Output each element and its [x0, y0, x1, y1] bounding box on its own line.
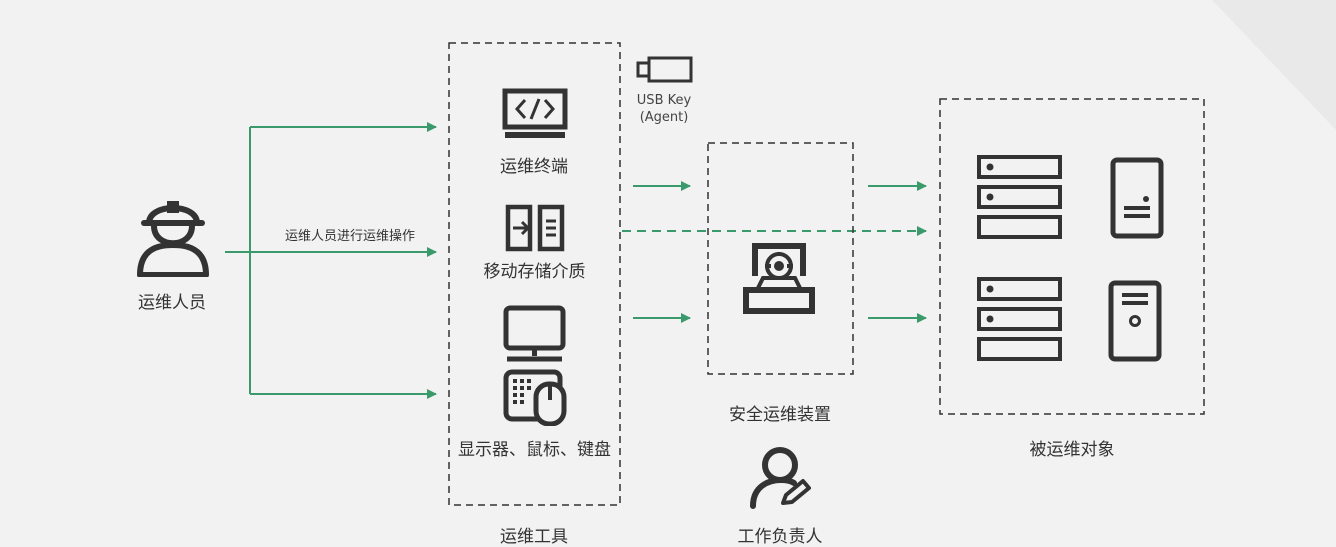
usb-key-label: USB Key [636, 93, 692, 108]
corner-decoration [1212, 0, 1336, 130]
worker-hardhat-icon [137, 201, 209, 277]
tool-peripherals-label: 显示器、鼠标、键盘 [458, 440, 611, 460]
secure-ops-device-icon [743, 243, 815, 314]
tower-pc-icon [1108, 280, 1162, 362]
tools-group-box [448, 42, 621, 506]
secure-device-box [707, 142, 854, 375]
targets-group-box [939, 98, 1205, 415]
supervisor-label: 工作负责人 [737, 527, 823, 547]
user-edit-icon [750, 447, 811, 509]
rack-server-icon [977, 277, 1062, 361]
secure-device-caption: 安全运维装置 [729, 405, 831, 425]
removable-storage-icon [505, 204, 565, 252]
tools-group-caption: 运维工具 [500, 527, 568, 547]
tool-storage-label: 移动存储介质 [483, 262, 586, 282]
tool-terminal-label: 运维终端 [500, 157, 568, 177]
monitor-keyboard-mouse-icon [503, 305, 567, 426]
operator-label: 运维人员 [138, 293, 206, 313]
usb-key-agent-label: (Agent) [639, 110, 689, 125]
tower-server-icon [1110, 157, 1164, 239]
usb-key-icon [636, 56, 693, 83]
code-monitor-icon [502, 88, 568, 138]
rack-server-icon [977, 155, 1062, 239]
operator-connector [225, 122, 437, 399]
operator-action-label: 运维人员进行运维操作 [284, 229, 415, 244]
targets-group-caption: 被运维对象 [1029, 440, 1115, 460]
